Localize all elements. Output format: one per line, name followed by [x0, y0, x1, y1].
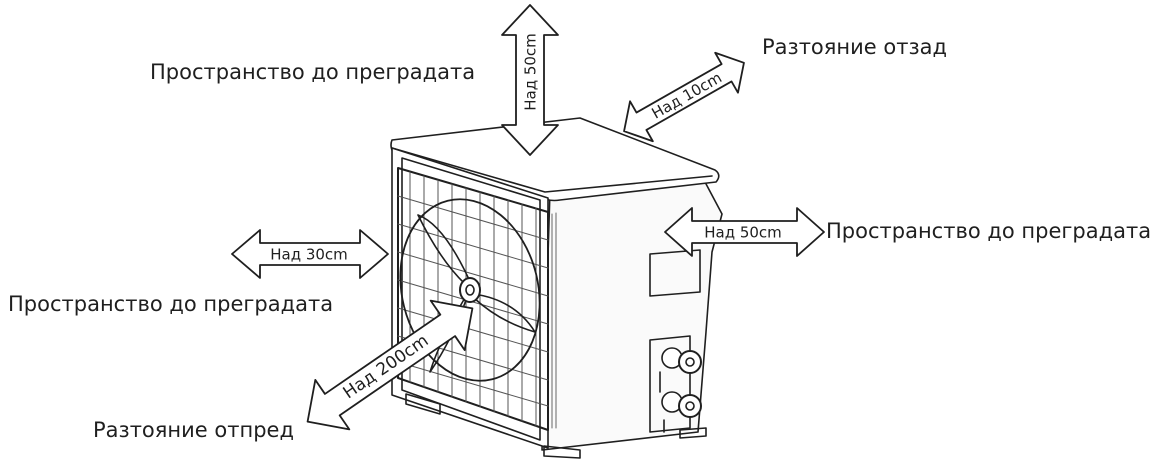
back-arrow-text: Над 10cm: [649, 69, 725, 123]
label-distance-back: Разтояние отзад: [762, 35, 948, 59]
top-arrow: [501, 4, 559, 156]
right-arrow: [664, 207, 825, 257]
label-space-right: Пространство до преградата: [826, 219, 1152, 243]
label-space-left: Пространство до преградата: [8, 292, 334, 316]
left-arrow: [231, 229, 389, 279]
label-distance-front: Разтояние отпред: [93, 418, 294, 442]
top-arrow-text: Над 50cm: [522, 33, 540, 111]
back-arrow: [623, 51, 745, 143]
label-space-top-left: Пространство до преградата: [150, 60, 476, 84]
right-arrow-text: Над 50cm: [704, 224, 782, 242]
left-arrow-text: Над 30cm: [270, 246, 348, 264]
front-arrow: [306, 299, 474, 431]
outdoor-unit: [390, 117, 723, 459]
